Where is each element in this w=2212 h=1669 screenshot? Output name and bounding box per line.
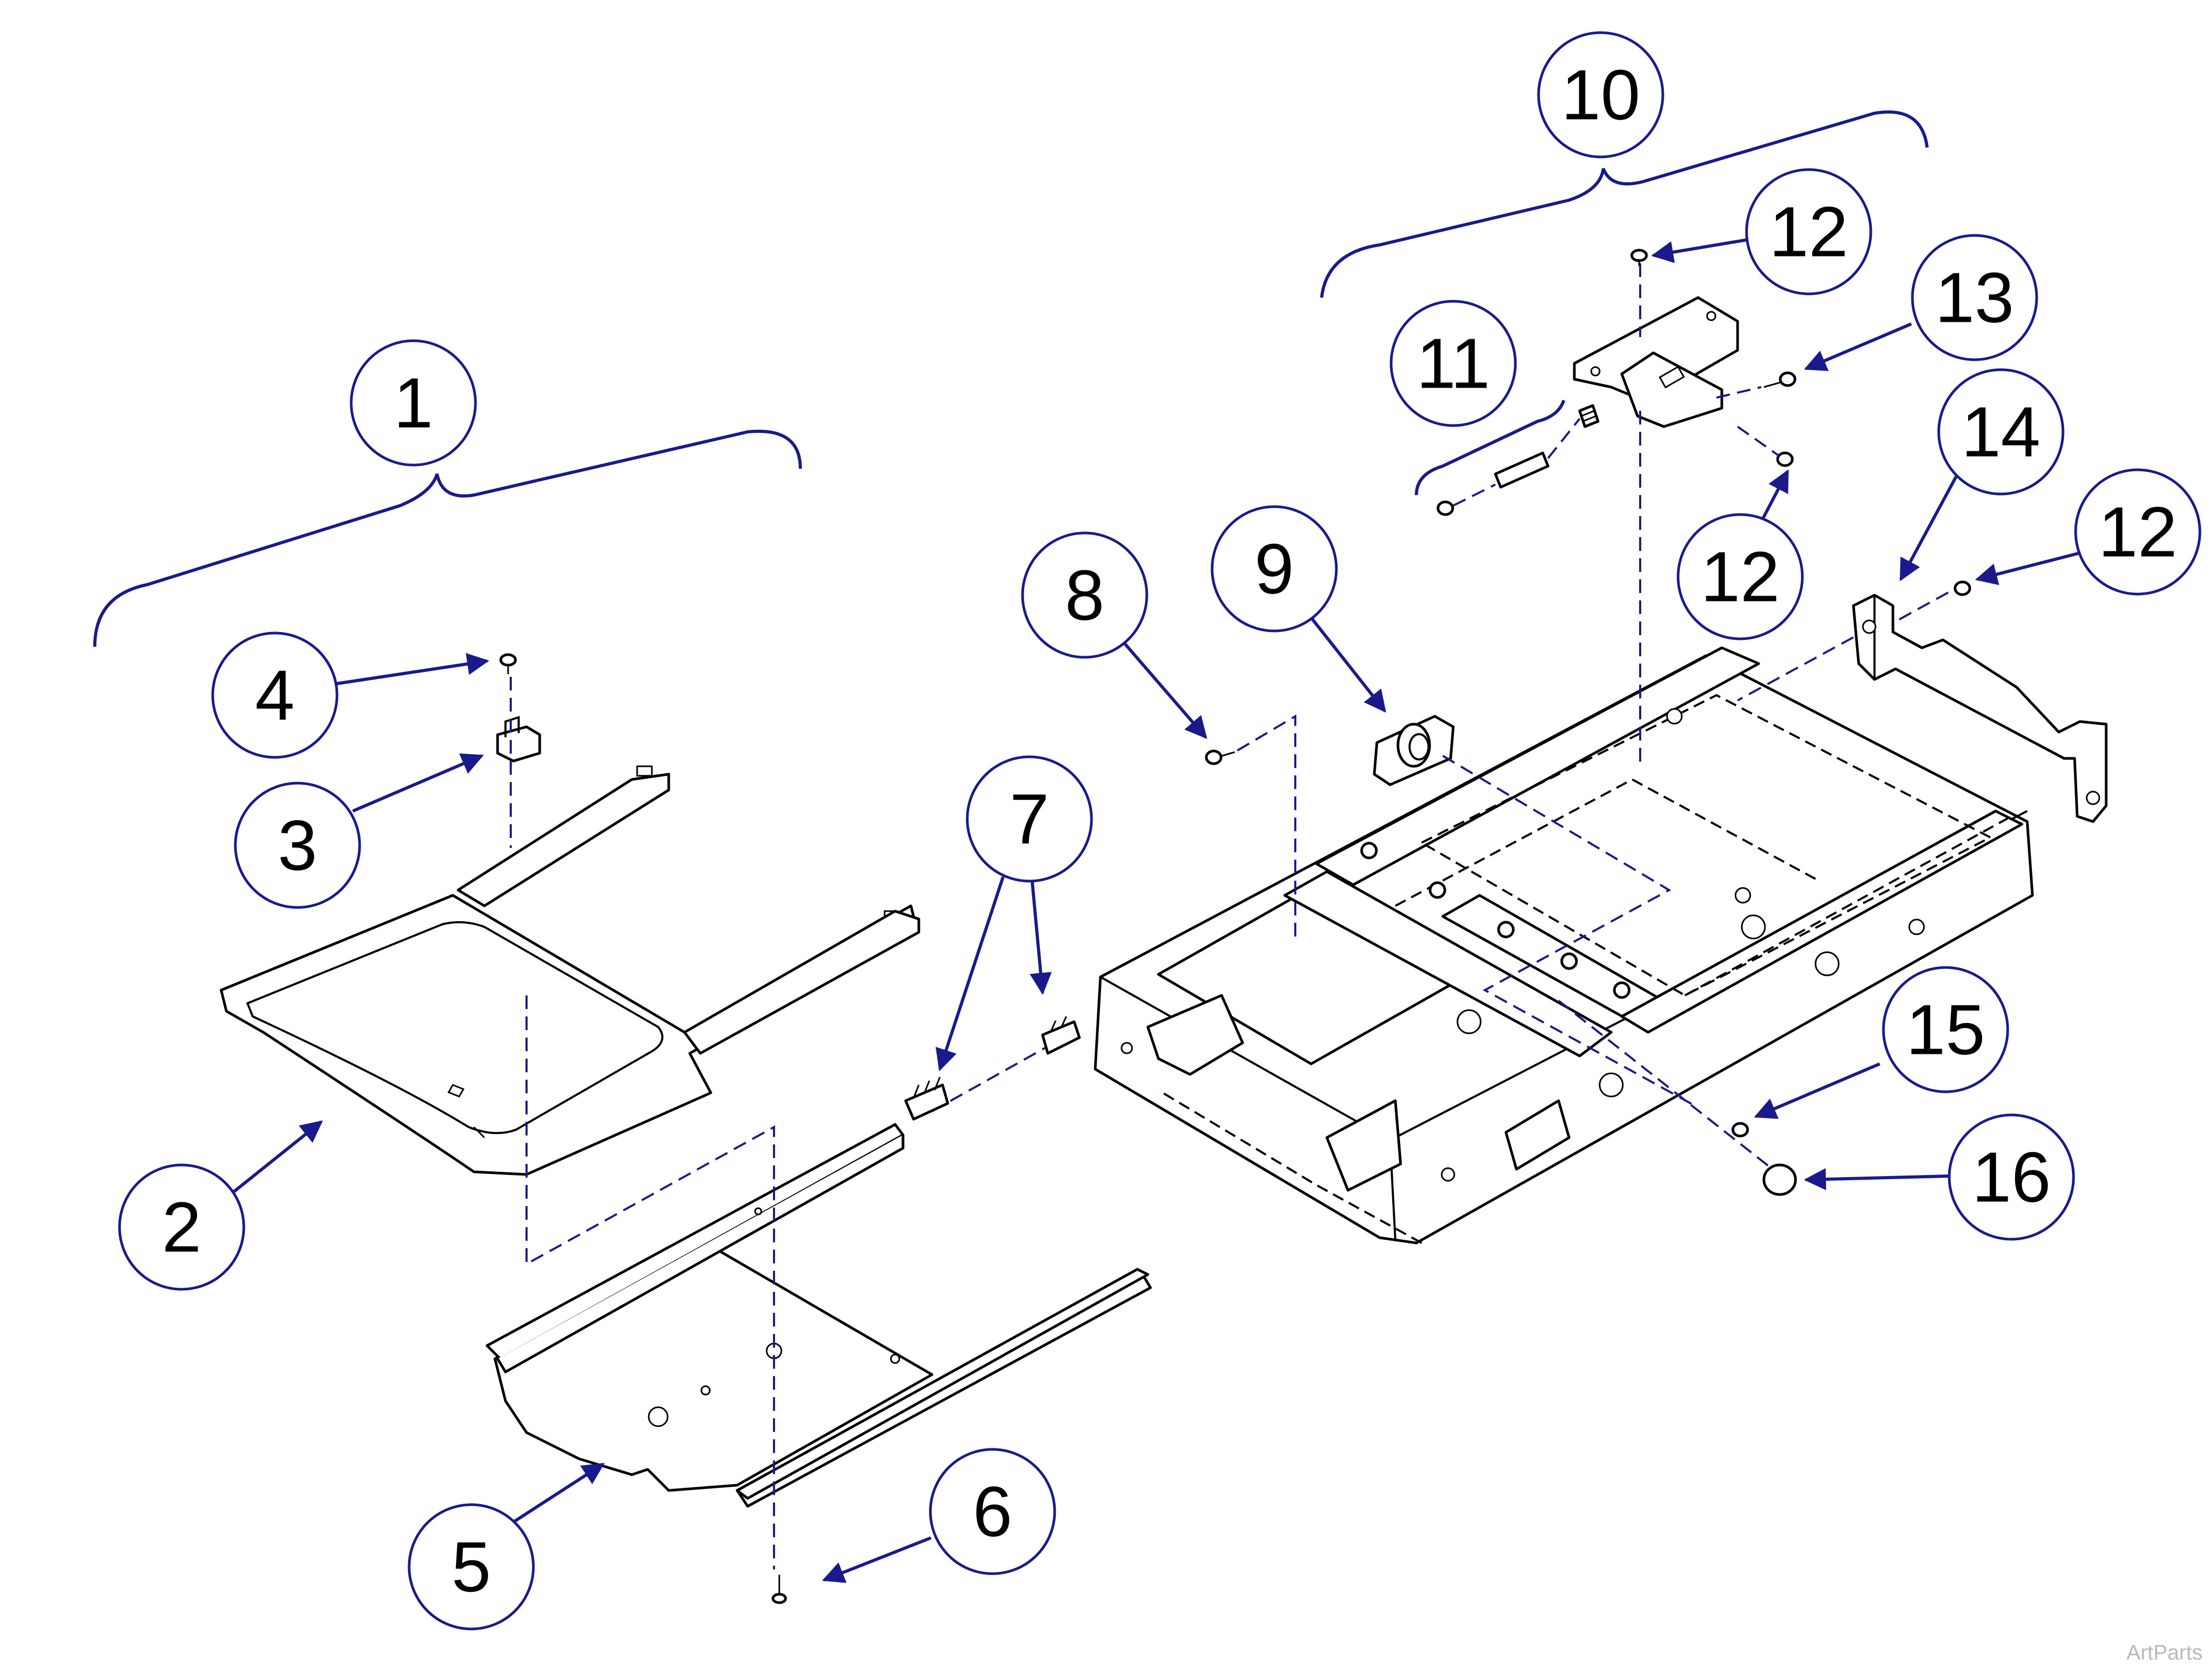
- part-10-latch-bracket: [1573, 296, 1739, 428]
- main-frame-assembly: [1094, 646, 2034, 1245]
- callout-3: 3: [234, 782, 361, 909]
- svg-text:10: 10: [1561, 55, 1640, 135]
- part-12-screw-mid: [1776, 451, 1794, 467]
- svg-text:4: 4: [255, 656, 294, 735]
- leader-13: [1804, 322, 1912, 371]
- part-15-screw: [1731, 1122, 1749, 1138]
- callout-10: 10: [1537, 31, 1664, 159]
- part-6-screw: [771, 1575, 787, 1604]
- callout-12-right: 12: [2074, 468, 2201, 596]
- brace-group-11: [1415, 399, 1565, 496]
- watermark-label: ArtParts: [2126, 1641, 2203, 1664]
- part-12-screw-top: [1630, 249, 1648, 266]
- callout-16: 16: [1948, 1113, 2075, 1241]
- svg-text:8: 8: [1065, 556, 1104, 635]
- leader-7a: [935, 876, 1005, 1071]
- callout-15: 15: [1882, 966, 2009, 1093]
- svg-text:5: 5: [451, 1527, 491, 1607]
- svg-text:15: 15: [1906, 990, 1985, 1070]
- callout-7: 7: [966, 755, 1093, 883]
- part-8-screw: [1205, 749, 1235, 765]
- callout-1: 1: [350, 339, 477, 467]
- callout-5: 5: [408, 1503, 535, 1631]
- leader-2: [228, 1120, 323, 1197]
- part-5-base-plate: [485, 1123, 1152, 1508]
- callout-12-mid: 12: [1677, 513, 1804, 640]
- callout-8: 8: [1021, 531, 1148, 659]
- brace-group-1: [93, 429, 802, 647]
- leader-12c: [1975, 551, 2080, 585]
- callout-11: 11: [1390, 300, 1517, 427]
- leader-4: [336, 653, 490, 685]
- leader-6: [822, 1536, 932, 1583]
- callout-14: 14: [1937, 368, 2065, 496]
- leader-15: [1754, 1062, 1881, 1119]
- part-2-top-tray: [220, 765, 920, 1176]
- leader-7b: [1029, 879, 1052, 995]
- leader-9: [1304, 610, 1386, 713]
- svg-text:11: 11: [1416, 324, 1490, 403]
- leader-12a: [1651, 238, 1749, 263]
- leader-5: [512, 1463, 605, 1524]
- part-4-screw: [499, 653, 517, 674]
- leader-12b: [1757, 469, 1789, 528]
- svg-text:12: 12: [1769, 192, 1848, 272]
- svg-text:9: 9: [1254, 529, 1294, 609]
- part-7-clips: [904, 1016, 1081, 1121]
- callout-9: 9: [1211, 505, 1338, 633]
- callout-2: 2: [118, 1163, 245, 1291]
- callout-6: 6: [929, 1448, 1056, 1575]
- brace-group-10: [1320, 110, 1929, 298]
- part-11-spring-pin: [1436, 404, 1600, 516]
- part-12-screw-right: [1953, 580, 1971, 596]
- svg-text:7: 7: [1009, 779, 1049, 859]
- svg-text:14: 14: [1961, 392, 2040, 472]
- part-3-clip: [496, 716, 541, 763]
- callout-12-top: 12: [1745, 168, 1872, 295]
- callout-13: 13: [1911, 234, 2038, 361]
- svg-text:1: 1: [393, 363, 433, 443]
- svg-text:12: 12: [1701, 537, 1780, 617]
- svg-text:16: 16: [1972, 1138, 2051, 1217]
- leader-16: [1803, 1168, 1951, 1191]
- svg-text:6: 6: [973, 1472, 1012, 1552]
- part-13-screw: [1763, 371, 1797, 388]
- leader-14: [1899, 476, 1958, 581]
- callout-4: 4: [211, 631, 339, 759]
- svg-text:3: 3: [277, 806, 317, 885]
- part-14-side-bracket: [1852, 594, 2108, 823]
- leader-3: [352, 753, 484, 813]
- svg-text:12: 12: [2098, 492, 2177, 572]
- leader-8: [1120, 639, 1207, 739]
- part-16-plug: [1762, 1163, 1797, 1196]
- part-9-bearing: [1373, 715, 1455, 786]
- svg-text:2: 2: [162, 1188, 201, 1267]
- svg-text:13: 13: [1935, 258, 2014, 338]
